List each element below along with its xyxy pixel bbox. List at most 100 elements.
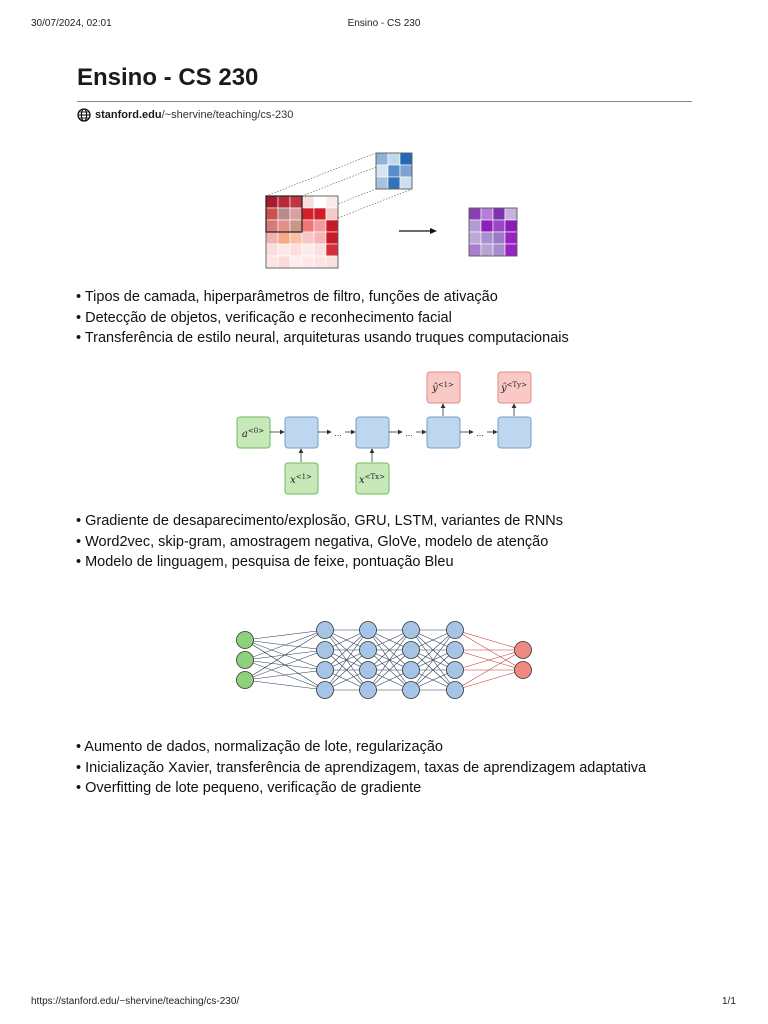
- hidden-neuron: [316, 661, 334, 679]
- input-cell: [277, 219, 291, 233]
- xTx-label: x<Tx>: [359, 473, 385, 486]
- hidden-neuron: [402, 681, 420, 699]
- filter-matrix: [375, 152, 413, 190]
- output-cell: [468, 231, 482, 245]
- input-cell: [277, 195, 291, 209]
- list-item: • Gradiente de desaparecimento/explosão,…: [76, 513, 564, 529]
- projection-line: [265, 152, 377, 197]
- input-cell: [325, 243, 339, 257]
- input-cell: [325, 207, 339, 221]
- output-cell: [492, 231, 506, 245]
- list-item: • Overfitting de lote pequeno, verificaç…: [76, 780, 422, 796]
- yTy-label: ŷ<Ty>: [500, 381, 527, 394]
- input-cell: [301, 243, 315, 257]
- input-matrix: [265, 195, 339, 269]
- output-edge: [454, 649, 524, 691]
- output-cell: [480, 207, 494, 221]
- ellipsis: ...: [334, 428, 342, 438]
- filter-cell: [387, 176, 401, 190]
- input-cell: [265, 207, 279, 221]
- conv-arrow-head: [430, 228, 437, 234]
- input-cell: [313, 255, 327, 269]
- output-cell: [468, 219, 482, 233]
- input-cell: [289, 231, 303, 245]
- filter-cell-border: [375, 152, 413, 190]
- source-link[interactable]: stanford.edu/~shervine/teaching/cs-230: [77, 108, 293, 122]
- hidden-neuron: [402, 641, 420, 659]
- filter-cell: [387, 164, 401, 178]
- y1-box: [426, 371, 461, 404]
- list-item: • Modelo de linguagem, pesquisa de feixe…: [76, 554, 454, 570]
- input-neuron: [236, 651, 254, 669]
- list-item: • Detecção de objetos, verificação e rec…: [76, 309, 452, 326]
- output-cell: [480, 219, 494, 233]
- input-cell: [277, 207, 291, 221]
- input-cell: [265, 231, 279, 245]
- input-cell: [277, 231, 291, 245]
- print-url: https://stanford.edu/~shervine/teaching/…: [31, 996, 240, 1007]
- input-neuron: [236, 631, 254, 649]
- input-cell: [301, 207, 315, 221]
- input-cell: [289, 195, 303, 209]
- input-cell: [313, 243, 327, 257]
- edge: [244, 629, 326, 641]
- output-cell: [468, 243, 482, 257]
- page-title: Ensino - CS 230: [77, 64, 259, 91]
- edge: [410, 649, 456, 691]
- x1-box: [284, 462, 319, 495]
- output-cell: [480, 243, 494, 257]
- input-cell: [313, 207, 327, 221]
- edge: [410, 629, 456, 691]
- hidden-neuron: [316, 641, 334, 659]
- input-cell: [313, 195, 327, 209]
- output-cell: [480, 231, 494, 245]
- edge: [244, 629, 326, 661]
- print-datetime: 30/07/2024, 02:01: [31, 18, 112, 29]
- input-neuron: [236, 671, 254, 689]
- hidden-neuron: [446, 621, 464, 639]
- list-item: • Inicialização Xavier, transferência de…: [76, 759, 647, 776]
- filter-cell: [387, 152, 401, 166]
- input-cell: [277, 255, 291, 269]
- edge: [367, 629, 412, 691]
- filter-cell: [399, 176, 413, 190]
- input-cell: [289, 255, 303, 269]
- output-cell: [504, 207, 518, 221]
- rnn-figure: a<0>.........x<1>x<Tx>ŷ<1>ŷ<Ty>: [236, 371, 532, 495]
- hidden-neuron: [446, 661, 464, 679]
- x1-label: x<1>: [290, 473, 312, 486]
- filter-cell: [375, 152, 389, 166]
- input-cell: [313, 219, 327, 233]
- bullet-list-training: • Aumento de dados, normalização de lote…: [76, 737, 646, 799]
- output-cell: [492, 219, 506, 233]
- a0-label: a<0>: [242, 427, 264, 440]
- hidden-neuron: [359, 641, 377, 659]
- input-cell: [313, 231, 327, 245]
- bullet-list-cnn: • Tipos de camada, hiperparâmetros de fi…: [76, 287, 569, 349]
- hidden-neuron: [359, 621, 377, 639]
- input-cell: [301, 231, 315, 245]
- input-cell: [265, 195, 279, 209]
- output-cell-border: [468, 207, 518, 257]
- ellipsis: ...: [405, 428, 413, 438]
- filter-cell: [399, 164, 413, 178]
- output-cell: [504, 231, 518, 245]
- edge: [367, 629, 412, 671]
- output-cell: [468, 207, 482, 221]
- output-cell: [492, 207, 506, 221]
- print-page-number: 1/1: [722, 996, 736, 1007]
- edge: [244, 649, 326, 681]
- source-path: /~shervine/teaching/cs-230: [161, 109, 294, 121]
- edge: [244, 669, 326, 681]
- globe-icon: [77, 108, 91, 122]
- hidden-neuron: [316, 681, 334, 699]
- input-cell: [301, 255, 315, 269]
- hidden-neuron: [316, 621, 334, 639]
- neural-network-figure: [236, 621, 532, 699]
- output-cell: [492, 243, 506, 257]
- input-cell: [265, 255, 279, 269]
- output-neuron: [514, 661, 532, 679]
- output-neuron: [514, 641, 532, 659]
- hidden-neuron: [402, 661, 420, 679]
- hidden-neuron: [446, 681, 464, 699]
